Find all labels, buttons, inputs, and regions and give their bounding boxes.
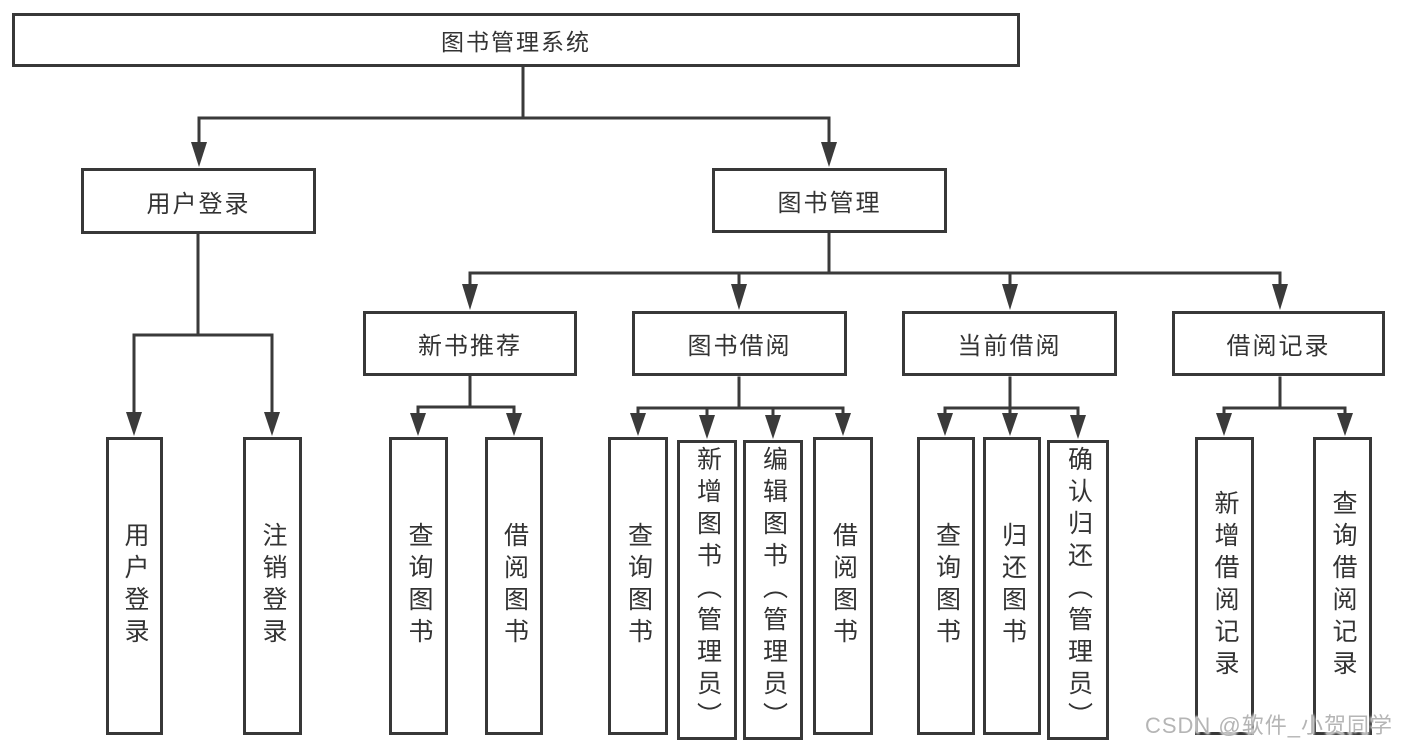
connector-current-borrow <box>937 376 1086 439</box>
leaf-borrow-query-books: 查询图书 <box>608 437 668 735</box>
root-node: 图书管理系统 <box>12 13 1020 67</box>
leaf-borrow-edit-books-admin: 编辑图书（管理员） <box>743 440 803 740</box>
connector-borrow-records <box>1216 376 1353 436</box>
leaf-user-login: 用户登录 <box>106 437 163 735</box>
leaf-records-query-record: 查询借阅记录 <box>1313 437 1372 735</box>
connector-book-management <box>462 231 1288 310</box>
branch-user-login: 用户登录 <box>81 168 316 234</box>
leaf-current-query-books: 查询图书 <box>917 437 975 735</box>
branch-book-management: 图书管理 <box>712 168 947 233</box>
node-book-borrow: 图书借阅 <box>632 311 847 376</box>
node-borrow-records: 借阅记录 <box>1172 311 1385 376</box>
node-new-book-recommend: 新书推荐 <box>363 311 577 376</box>
leaf-current-return-books: 归还图书 <box>983 437 1041 735</box>
node-current-borrow: 当前借阅 <box>902 311 1117 376</box>
leaf-recommend-borrow-books: 借阅图书 <box>485 437 543 735</box>
leaf-recommend-query-books: 查询图书 <box>389 437 448 735</box>
leaf-logout: 注销登录 <box>243 437 302 735</box>
leaf-records-add-record: 新增借阅记录 <box>1195 437 1254 735</box>
connector-book-borrow <box>630 376 851 439</box>
connector-root <box>191 65 837 167</box>
connector-new-book-recommend <box>410 374 522 436</box>
leaf-current-confirm-return-admin: 确认归还（管理员） <box>1047 440 1109 740</box>
leaf-borrow-add-books-admin: 新增图书（管理员） <box>677 440 737 740</box>
connector-user-login <box>126 232 280 436</box>
csdn-watermark: CSDN @软件_小贺同学 <box>1144 713 1393 738</box>
leaf-borrow-borrow-books: 借阅图书 <box>813 437 873 735</box>
